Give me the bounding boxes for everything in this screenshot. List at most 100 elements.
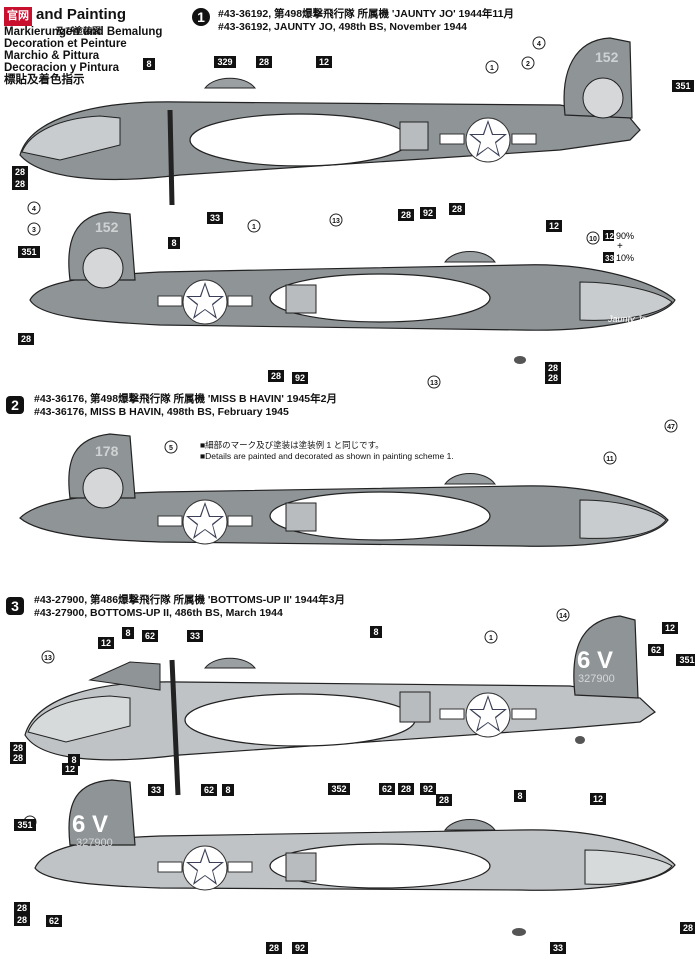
callout-p5-11: 33 [550,942,566,954]
callout-square [12,166,28,178]
callout-label: 28 [401,784,411,794]
callout-label: 12 [101,638,111,648]
tail-code-3: 178 [95,443,119,459]
callout-label: 1 [490,65,494,72]
callout-label: 28 [259,57,269,67]
callout-square [662,622,678,634]
callout-p4-2: 62 [142,630,158,642]
mix-plus: + [617,241,623,252]
callout-p5-9: 8 [514,790,526,802]
callout-square [316,56,332,68]
callout-p2-9: 28 [545,372,561,384]
plane-5: 6 V 327900 [34,779,676,936]
callout-label: 92 [295,943,305,953]
callout-p5-8: 92 [292,942,308,954]
callout-label: 33 [190,631,200,641]
callout-p4-18: 28 [398,783,414,795]
callout-square [648,644,664,656]
tail-code-1: 152 [595,49,619,65]
callout-p1-2: 12 [316,56,332,68]
callout-p2-1: 3 [27,222,41,236]
callout-circle [247,219,261,233]
callout-p5-5: 28 [14,914,30,926]
scheme-2-caption: #43-36176, 第498爆撃飛行隊 所属機 'MISS B HAVIN' … [34,393,337,419]
callout-circle [41,650,55,664]
callout-label: 5 [169,445,173,452]
plane-3: 178 Miss B Havin [19,433,669,552]
callout-p4-5: 8 [370,626,382,638]
callout-square [436,794,452,806]
callout-circle [484,630,498,644]
callout-p1-6: 28 [12,178,28,190]
callout-label: 28 [683,923,693,933]
callout-p5-10: 12 [590,793,606,805]
callout-square [680,922,695,934]
callout-p1-1: 28 [256,56,272,68]
callout-square [449,203,465,215]
callout-label: 12 [65,764,75,774]
callout-square [222,784,234,796]
callout-p2-5: 28 [18,333,34,345]
callout-p1-3: 8 [143,58,155,70]
callout-label: 13 [332,218,340,225]
callout-label: 62 [651,645,661,655]
plane-2: 152 Jaunty Jo [29,211,676,364]
callout-p1-10: 92 [420,207,436,219]
callout-label: 351 [679,655,694,665]
callout-p1-13: 2 [521,56,535,70]
callout-label: 28 [13,753,23,763]
callout-p2-4: 351 [18,246,40,258]
mix-num-a: 12 [605,232,614,241]
callout-circle [586,231,600,245]
site-logo: 官网 [4,7,32,26]
callout-square [143,58,155,70]
scheme-3-line1: #43-27900, 第486爆撃飛行隊 所属機 'BOTTOMS-UP II'… [34,594,345,606]
callout-label: 352 [331,784,346,794]
plane-1: 152 [19,37,641,206]
mix-pct-b: 10% [616,253,634,263]
callout-label: 47 [667,424,675,431]
callout-square [292,942,308,954]
callout-square [420,207,436,219]
callout-label: 351 [21,247,36,257]
callout-p1-9: 28 [398,209,414,221]
callout-label: 1 [489,635,493,642]
callout-p4-17: 62 [379,783,395,795]
callout-square [14,819,36,831]
header-subtitle-3: Decoracion y Pintura [4,62,120,74]
callout-square [292,372,308,384]
callout-p4-7: 14 [556,608,570,622]
callout-label: 28 [548,363,558,373]
callout-square [10,752,26,764]
callout-p2-3: 1 [247,219,261,233]
callout-label: 28 [15,179,25,189]
callout-p3-0: 5 [164,440,178,454]
callout-circle [164,440,178,454]
callout-square [546,220,562,232]
callout-p4-12: 28 [10,752,26,764]
callout-label: 2 [526,61,530,68]
scheme-2-line2: #43-36176, MISS B HAVIN, 498th BS, Febru… [34,406,289,418]
callout-p1-5: 28 [12,166,28,178]
callout-p2-6: 28 [268,370,284,382]
callout-square [98,637,114,649]
scheme-1-caption: #43-36192, 第498爆撃飛行隊 所属機 'JAUNTY JO' 194… [218,8,514,34]
tail-letters-1: 6 V [577,647,613,674]
callout-p4-9: 62 [648,644,664,656]
callout-p5-6: 62 [46,915,62,927]
callout-label: 62 [145,631,155,641]
callout-label: 92 [423,784,433,794]
tail-code-2: 152 [95,219,119,235]
header-partial-jp: 及び塗装図 [56,26,102,36]
callout-label: 62 [382,784,392,794]
callout-square [18,333,34,345]
callout-label: 1 [252,224,256,231]
callout-label: 92 [295,373,305,383]
callout-p3-2: 47 [664,419,678,433]
scheme-2-line1: #43-36176, 第498爆撃飛行隊 所属機 'MISS B HAVIN' … [34,393,337,405]
callout-p4-20: 28 [436,794,452,806]
callout-label: 8 [517,791,522,801]
callout-label: 62 [49,916,59,926]
callout-square [142,630,158,642]
